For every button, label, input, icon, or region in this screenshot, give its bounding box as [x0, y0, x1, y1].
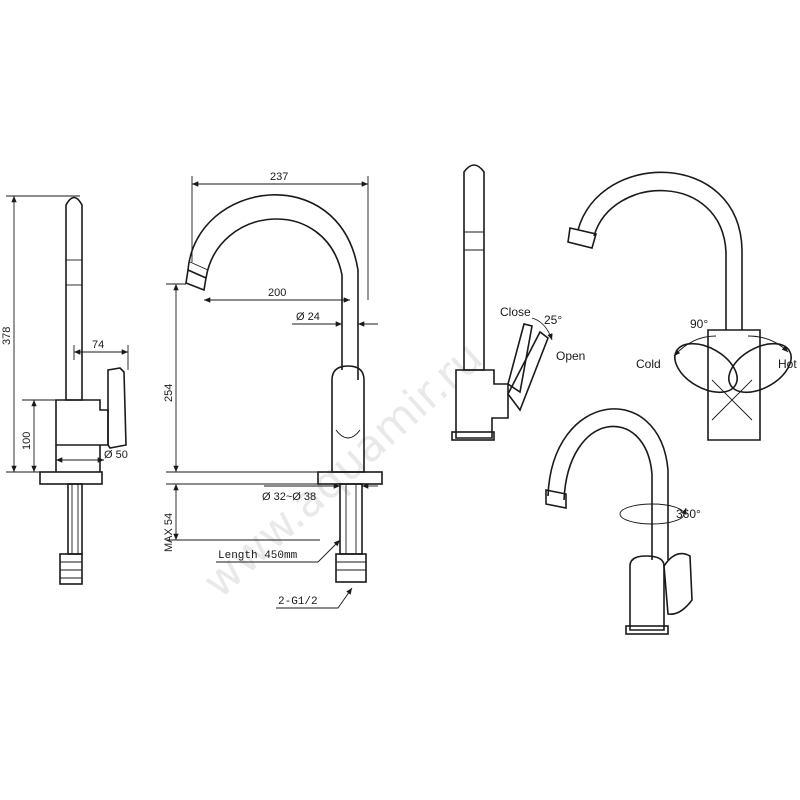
dim-height-total: 378 [1, 327, 13, 345]
temp-angle: 90° [690, 317, 708, 331]
side-body [55, 399, 109, 446]
swivel-rotation: 360° [676, 507, 701, 521]
dim-spout-diameter: Ø 24 [296, 311, 320, 323]
dim-base-diameter: Ø 50 [104, 449, 128, 461]
temp-spout-inner [593, 189, 727, 330]
front-spout-inner [205, 218, 343, 370]
side-hose-fitting [59, 553, 83, 585]
front-handle [335, 429, 361, 439]
swivel-view: 360° [545, 408, 701, 635]
dim-handle-offset: 74 [92, 339, 104, 351]
side-shank [67, 483, 83, 555]
front-hose-fitting [335, 553, 367, 583]
lever-spout [463, 164, 485, 371]
swivel-spout-inner [563, 425, 653, 560]
temperature-view: 90° Cold Hot [567, 171, 797, 441]
front-spout-outer [187, 194, 359, 380]
swivel-body [629, 555, 665, 631]
thread-label: 2-G1/2 [278, 596, 318, 608]
side-handle [107, 367, 127, 449]
hose-length-label: Length 450mm [218, 550, 298, 562]
dim-max-thickness: MAX 54 [163, 513, 175, 552]
open-label: Open [556, 349, 585, 363]
temp-spout-tip [567, 227, 598, 249]
dim-spout-height: 254 [163, 384, 175, 402]
lever-view: Close 25° Open [451, 164, 585, 441]
lever-base [451, 431, 495, 441]
cold-label: Cold [636, 357, 661, 371]
dim-width: 237 [270, 171, 288, 183]
swivel-spout-outer [547, 408, 669, 560]
side-view: 378 100 74 Ø 50 [1, 195, 129, 585]
dim-base-height: 100 [21, 432, 33, 450]
temp-handle-left [674, 342, 738, 394]
front-view: 237 200 Ø 24 254 Ø 32~Ø 38 MAX 54 Length… [163, 171, 383, 609]
dim-reach: 200 [268, 287, 286, 299]
hot-label: Hot [778, 357, 797, 371]
temp-spout-outer [577, 171, 743, 330]
close-label: Close [500, 305, 531, 319]
side-spout [65, 196, 83, 401]
dim-hole-diameter: Ø 32~Ø 38 [262, 491, 316, 503]
lever-handle-closed [507, 323, 533, 394]
side-base-plate [39, 471, 103, 485]
swivel-spout-tip [545, 489, 567, 509]
swivel-base [625, 625, 669, 635]
front-body [331, 365, 365, 473]
lever-body [455, 369, 509, 439]
lever-angle: 25° [544, 313, 562, 327]
swivel-handle [663, 552, 693, 616]
temp-handle-right [728, 342, 792, 394]
front-spout-tip [185, 268, 207, 292]
watermark: www.aquamir.ru [193, 332, 492, 609]
temp-body [707, 329, 761, 441]
